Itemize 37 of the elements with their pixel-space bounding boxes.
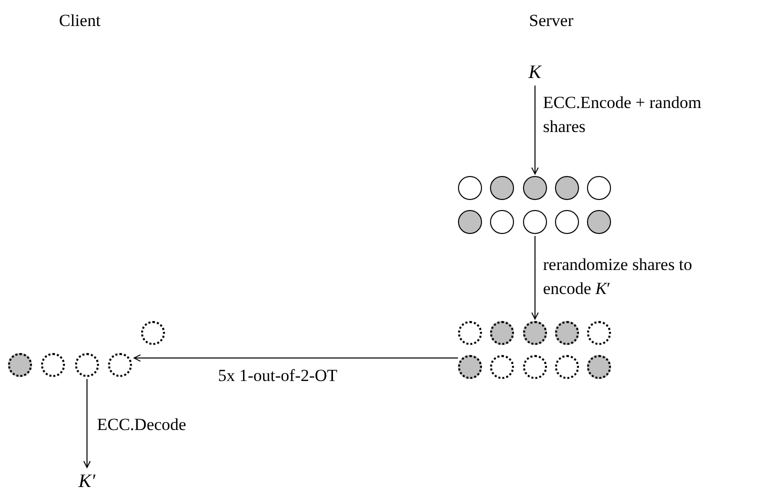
dotted-share-circle <box>523 321 547 345</box>
dotted-share-circle <box>490 355 514 379</box>
dotted-share-circle <box>8 353 32 377</box>
dotted-share-circle <box>490 321 514 345</box>
dotted-share-circle <box>41 353 65 377</box>
dotted-share-circle <box>587 355 611 379</box>
share-circle <box>458 210 482 234</box>
share-circle <box>587 210 611 234</box>
share-circle <box>490 210 514 234</box>
arrow <box>531 85 539 174</box>
share-circle <box>458 176 482 200</box>
column-heading: Server <box>529 10 574 32</box>
dotted-share-circle <box>523 355 547 379</box>
dotted-share-circle <box>587 321 611 345</box>
dotted-share-circle <box>141 321 165 345</box>
dotted-share-circle <box>458 355 482 379</box>
share-circle <box>490 176 514 200</box>
dotted-share-circle <box>108 353 132 377</box>
share-circle <box>587 176 611 200</box>
dotted-share-circle <box>555 321 579 345</box>
arrow <box>83 378 91 468</box>
edge-label: ECC.Decode <box>97 414 188 436</box>
dotted-share-circle <box>555 355 579 379</box>
edge-label: rerandomize shares to encode K′ <box>543 254 694 300</box>
dotted-share-circle <box>75 353 99 377</box>
share-circle <box>555 210 579 234</box>
arrow <box>134 354 458 362</box>
column-heading: Client <box>59 10 101 32</box>
arrow <box>531 236 539 320</box>
key-label: K <box>528 60 542 84</box>
share-circle <box>523 210 547 234</box>
share-circle <box>555 176 579 200</box>
share-circle <box>523 176 547 200</box>
key-label: K′ <box>78 470 96 492</box>
edge-label: ECC.Encode + random shares <box>543 92 702 138</box>
dotted-share-circle <box>458 321 482 345</box>
edge-label: 5x 1-out-of-2-OT <box>218 365 338 387</box>
